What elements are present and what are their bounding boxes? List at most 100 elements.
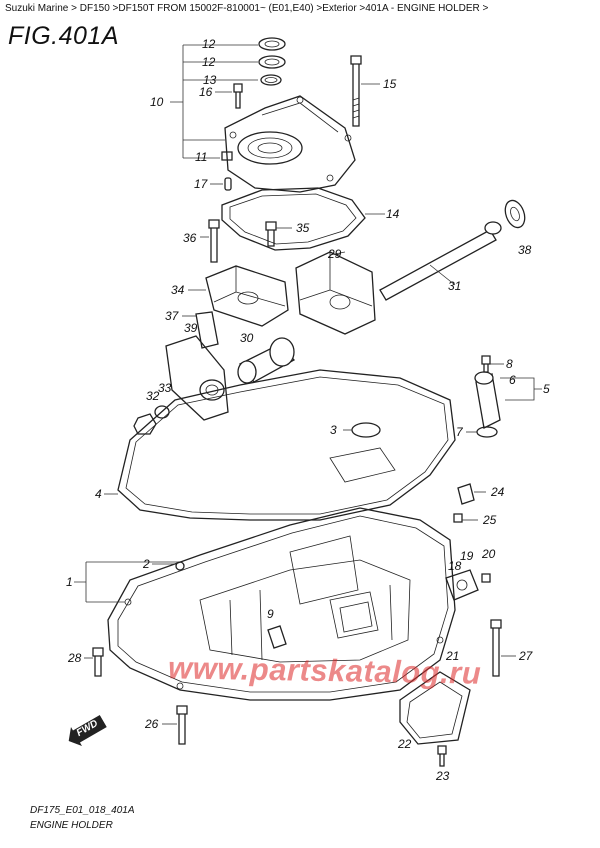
callout-36: 36 — [183, 231, 197, 245]
callout-10: 10 — [150, 95, 164, 109]
engine-holder-ribs — [229, 584, 393, 661]
fitting-9 — [267, 625, 287, 649]
gasket-14 — [221, 187, 366, 251]
figure-name: ENGINE HOLDER — [30, 820, 113, 831]
o-ring-13-inner — [264, 77, 278, 83]
cover-plate-18 — [445, 569, 479, 601]
oil-seal-12-upper-inner — [264, 40, 280, 48]
callout-12-lower: 12 — [202, 55, 216, 69]
bushing-30-end — [269, 337, 295, 367]
upper-cover-bore-inner — [247, 137, 293, 159]
holder-hole-1 — [124, 598, 132, 606]
bolt-16 — [233, 83, 243, 109]
lead-29 — [329, 251, 346, 256]
callout-13: 13 — [203, 73, 217, 87]
bolt-35 — [265, 221, 277, 247]
engine-holder-cavity — [199, 559, 411, 663]
callout-22: 22 — [397, 737, 412, 751]
engine-holder-body-1-rim — [117, 515, 449, 693]
callout-9: 9 — [267, 607, 274, 621]
bolt-15 — [350, 55, 362, 127]
engine-holder-body-1 — [107, 507, 456, 701]
callout-19: 19 — [460, 549, 474, 563]
bolt-11 — [221, 151, 233, 161]
oil-seal-12-lower — [258, 55, 286, 69]
callout-17: 17 — [194, 177, 209, 191]
callout-39: 39 — [184, 321, 198, 335]
callout-31: 31 — [448, 279, 461, 293]
figure-title: FIG.401A — [8, 22, 119, 50]
upper-cover-rib — [261, 102, 339, 133]
callout-8: 8 — [506, 357, 513, 371]
o-ring-7 — [476, 426, 498, 438]
cover-hole-1 — [229, 131, 237, 139]
callout-34: 34 — [171, 283, 185, 297]
callout-32: 32 — [146, 389, 160, 403]
callout-35: 35 — [296, 221, 310, 235]
washer-33 — [154, 405, 170, 419]
callout-29: 29 — [327, 247, 342, 261]
mount-block-33 — [165, 335, 229, 421]
holder-hole-3 — [176, 682, 184, 690]
lead-31 — [429, 264, 456, 286]
callout-16: 16 — [199, 85, 213, 99]
mount-rubber-29-bore — [329, 294, 351, 310]
callout-11: 11 — [195, 150, 207, 164]
upper-cover-plate — [224, 95, 356, 193]
bolt-23 — [437, 745, 447, 767]
callout-2: 2 — [142, 557, 150, 571]
breadcrumb[interactable]: Suzuki Marine > DF150 >DF150T FROM 15002… — [5, 3, 489, 14]
oil-seal-12-upper — [258, 37, 286, 51]
callout-24: 24 — [490, 485, 505, 499]
o-ring-13 — [260, 74, 282, 86]
nut-32 — [133, 413, 157, 435]
callout-12-upper: 12 — [202, 37, 216, 51]
callout-26: 26 — [144, 717, 159, 731]
callout-14: 14 — [386, 207, 400, 221]
bolt-8 — [481, 355, 491, 373]
cover-hole-4 — [296, 96, 304, 104]
callout-23: 23 — [435, 769, 450, 783]
engine-holder-grid — [329, 591, 379, 639]
callout-1: 1 — [66, 575, 73, 589]
callout-33: 33 — [158, 381, 172, 395]
gasket-4 — [117, 369, 456, 521]
screw-25 — [453, 513, 463, 523]
callout-20: 20 — [481, 547, 496, 561]
callout-5: 5 — [543, 382, 550, 396]
bolt-36 — [208, 219, 220, 263]
cover-hole-3 — [326, 174, 334, 182]
callout-18: 18 — [448, 559, 462, 573]
side-cover-22 — [399, 671, 471, 745]
dowel-pin-17 — [224, 177, 232, 191]
forward-direction-badge: FWD — [63, 711, 109, 750]
plug-2 — [175, 561, 185, 571]
outlet-pipe-6-top — [474, 371, 494, 385]
sensor-24 — [457, 483, 475, 505]
o-ring-3 — [351, 422, 381, 438]
callout-3: 3 — [330, 423, 337, 437]
mount-34-bore — [237, 291, 259, 305]
callout-4: 4 — [95, 487, 102, 501]
oil-seal-12-lower-inner — [264, 58, 280, 66]
mount-34 — [205, 265, 289, 327]
engine-holder-pocket — [289, 535, 359, 605]
clip-37 — [195, 311, 219, 349]
callout-37: 37 — [165, 309, 180, 323]
callout-25: 25 — [482, 513, 497, 527]
bolt-15-thread — [352, 97, 360, 119]
washer-38-inner — [510, 206, 520, 222]
gasket-4-inner — [125, 376, 449, 515]
callout-6: 6 — [509, 373, 516, 387]
callout-21: 21 — [445, 649, 459, 663]
bolt-20 — [481, 573, 491, 583]
bushing-30-front — [237, 360, 257, 384]
mount-34-edges — [213, 266, 286, 307]
callout-30: 30 — [240, 331, 254, 345]
watermark: www.partskatalog.ru — [167, 650, 482, 691]
bracket-1 — [74, 561, 180, 603]
callout-38: 38 — [518, 243, 532, 257]
bracket-5 — [500, 377, 542, 401]
